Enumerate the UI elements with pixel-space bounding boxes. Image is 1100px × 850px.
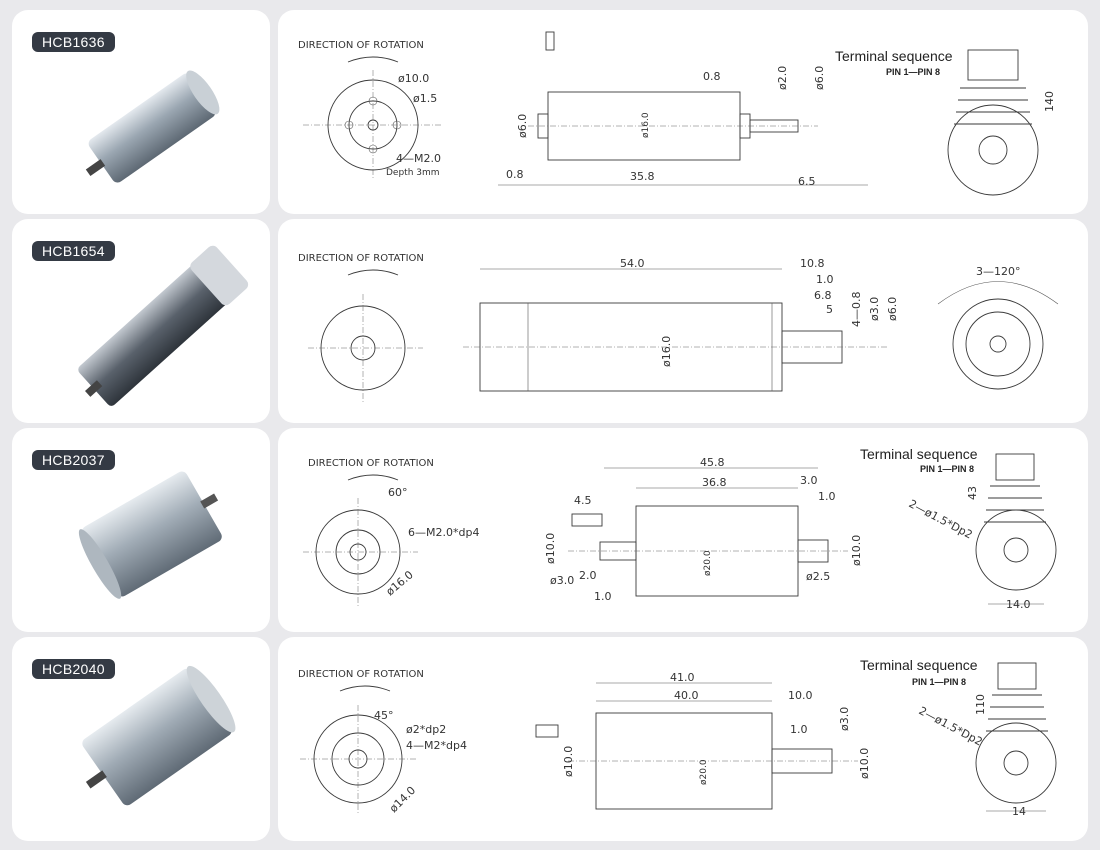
motor-photo bbox=[78, 471, 222, 599]
svg-text:110: 110 bbox=[974, 694, 987, 715]
svg-text:1.0: 1.0 bbox=[816, 273, 834, 286]
svg-text:140: 140 bbox=[1043, 91, 1056, 112]
terminal-tab bbox=[535, 724, 559, 738]
svg-text:ø2*dp2: ø2*dp2 bbox=[406, 723, 446, 736]
drawing-card-hcb1654: DIRECTION OF ROTATION 54.0 10.8 1.0 6.8 … bbox=[278, 219, 1088, 423]
svg-text:ø10.0: ø10.0 bbox=[398, 72, 429, 85]
svg-text:2.0: 2.0 bbox=[579, 569, 597, 582]
terminal-pins: PIN 1—PIN 8 bbox=[886, 67, 940, 77]
model-badge: HCB2040 bbox=[32, 659, 115, 679]
technical-drawing: DIRECTION OF ROTATION 54.0 10.8 1.0 6.8 … bbox=[298, 253, 1059, 404]
direction-label: DIRECTION OF ROTATION bbox=[298, 253, 424, 264]
svg-text:3.0: 3.0 bbox=[800, 474, 818, 487]
drawing-card-hcb1636: DIRECTION OF ROTATION ø10.0 ø1.5 4—M2.0 … bbox=[278, 10, 1088, 214]
svg-text:ø10.0: ø10.0 bbox=[544, 533, 557, 564]
svg-text:ø2.5: ø2.5 bbox=[806, 570, 830, 583]
rotation-arrow-icon bbox=[347, 56, 399, 63]
svg-text:ø16.0: ø16.0 bbox=[641, 112, 651, 138]
svg-text:36.8: 36.8 bbox=[702, 476, 727, 489]
rear-view-circle bbox=[975, 722, 1057, 804]
svg-text:43: 43 bbox=[966, 486, 979, 500]
svg-text:6.5: 6.5 bbox=[798, 175, 816, 188]
rear-view-circle bbox=[952, 298, 1044, 390]
technical-drawing: DIRECTION OF ROTATION 45° ø2*dp2 4—M2*dp… bbox=[298, 657, 1057, 818]
svg-text:0.8: 0.8 bbox=[703, 70, 721, 83]
terminal-pins: PIN 1—PIN 8 bbox=[912, 677, 966, 687]
product-card-hcb1636: HCB1636 bbox=[12, 10, 270, 214]
svg-text:ø20.0: ø20.0 bbox=[699, 759, 709, 785]
svg-text:41.0: 41.0 bbox=[670, 671, 695, 684]
product-card-hcb2037: HCB2037 bbox=[12, 428, 270, 632]
svg-text:ø10.0: ø10.0 bbox=[562, 746, 575, 777]
svg-text:ø2.0: ø2.0 bbox=[776, 66, 789, 90]
terminal-tab bbox=[571, 513, 603, 527]
svg-text:ø6.0: ø6.0 bbox=[813, 66, 826, 90]
motor-photo bbox=[78, 245, 249, 406]
terminal-sequence-title: Terminal sequence bbox=[835, 48, 953, 64]
product-card-hcb1654: HCB1654 bbox=[12, 219, 270, 423]
svg-text:ø16.0: ø16.0 bbox=[384, 568, 416, 598]
svg-text:40.0: 40.0 bbox=[674, 689, 699, 702]
model-badge: HCB1636 bbox=[32, 32, 115, 52]
direction-label: DIRECTION OF ROTATION bbox=[298, 669, 424, 680]
svg-text:ø10.0: ø10.0 bbox=[850, 535, 863, 566]
drawing-card-hcb2040: DIRECTION OF ROTATION 45° ø2*dp2 4—M2*dp… bbox=[278, 637, 1088, 841]
svg-text:0.8: 0.8 bbox=[506, 168, 524, 181]
svg-text:ø1.5: ø1.5 bbox=[413, 92, 437, 105]
svg-text:10.0: 10.0 bbox=[788, 689, 813, 702]
svg-text:ø6.0: ø6.0 bbox=[886, 297, 899, 321]
connector bbox=[995, 453, 1035, 481]
svg-text:54.0: 54.0 bbox=[620, 257, 645, 270]
drawing-card-hcb2037: DIRECTION OF ROTATION 60° 6—M2.0*dp4 ø16… bbox=[278, 428, 1088, 632]
svg-text:ø6.0: ø6.0 bbox=[516, 114, 529, 138]
svg-text:ø3.0: ø3.0 bbox=[550, 574, 574, 587]
rotation-arrow-icon bbox=[339, 685, 391, 692]
motor-photo bbox=[82, 665, 236, 806]
svg-text:ø16.0: ø16.0 bbox=[660, 336, 673, 367]
model-badge: HCB2037 bbox=[32, 450, 115, 470]
svg-text:ø14.0: ø14.0 bbox=[387, 784, 418, 815]
svg-text:5: 5 bbox=[826, 303, 833, 316]
technical-drawing: DIRECTION OF ROTATION ø10.0 ø1.5 4—M2.0 … bbox=[298, 31, 1056, 196]
connector bbox=[997, 662, 1037, 690]
svg-text:14: 14 bbox=[1012, 805, 1026, 818]
svg-text:1.0: 1.0 bbox=[818, 490, 836, 503]
rotation-arrow-icon bbox=[347, 269, 399, 276]
terminal-sequence-title: Terminal sequence bbox=[860, 657, 978, 673]
svg-text:2—ø1.5*Dp2: 2—ø1.5*Dp2 bbox=[907, 497, 975, 541]
rotation-arrow-icon bbox=[347, 474, 399, 481]
rear-view-circle bbox=[947, 104, 1039, 196]
svg-text:1.0: 1.0 bbox=[594, 590, 612, 603]
svg-text:ø3.0: ø3.0 bbox=[868, 297, 881, 321]
direction-label: DIRECTION OF ROTATION bbox=[308, 458, 434, 469]
svg-text:ø20.0: ø20.0 bbox=[703, 550, 713, 576]
rear-view-circle bbox=[975, 509, 1057, 591]
svg-text:6—M2.0*dp4: 6—M2.0*dp4 bbox=[408, 526, 479, 539]
svg-text:ø10.0: ø10.0 bbox=[858, 748, 871, 779]
terminal-pins: PIN 1—PIN 8 bbox=[920, 464, 974, 474]
svg-text:4.5: 4.5 bbox=[574, 494, 592, 507]
terminal-tab bbox=[545, 31, 555, 51]
direction-label: DIRECTION OF ROTATION bbox=[298, 40, 424, 51]
svg-text:Depth 3mm: Depth 3mm bbox=[386, 168, 440, 178]
svg-text:4—M2*dp4: 4—M2*dp4 bbox=[406, 739, 467, 752]
svg-text:45°: 45° bbox=[374, 709, 394, 722]
terminal-sequence-title: Terminal sequence bbox=[860, 446, 978, 462]
svg-text:6.8: 6.8 bbox=[814, 289, 832, 302]
svg-text:ø3.0: ø3.0 bbox=[838, 707, 851, 731]
svg-text:10.8: 10.8 bbox=[800, 257, 825, 270]
svg-text:3—120°: 3—120° bbox=[976, 265, 1021, 278]
svg-text:60°: 60° bbox=[388, 486, 408, 499]
svg-text:14.0: 14.0 bbox=[1006, 598, 1031, 611]
product-card-hcb2040: HCB2040 bbox=[12, 637, 270, 841]
svg-text:35.8: 35.8 bbox=[630, 170, 655, 183]
svg-text:4—0.8: 4—0.8 bbox=[850, 292, 863, 328]
motor-photo bbox=[85, 70, 220, 183]
technical-drawing: DIRECTION OF ROTATION 60° 6—M2.0*dp4 ø16… bbox=[303, 446, 1057, 611]
svg-text:1.0: 1.0 bbox=[790, 723, 808, 736]
svg-text:45.8: 45.8 bbox=[700, 456, 725, 469]
model-badge: HCB1654 bbox=[32, 241, 115, 261]
connector bbox=[967, 49, 1019, 81]
svg-text:4—M2.0: 4—M2.0 bbox=[396, 152, 441, 165]
